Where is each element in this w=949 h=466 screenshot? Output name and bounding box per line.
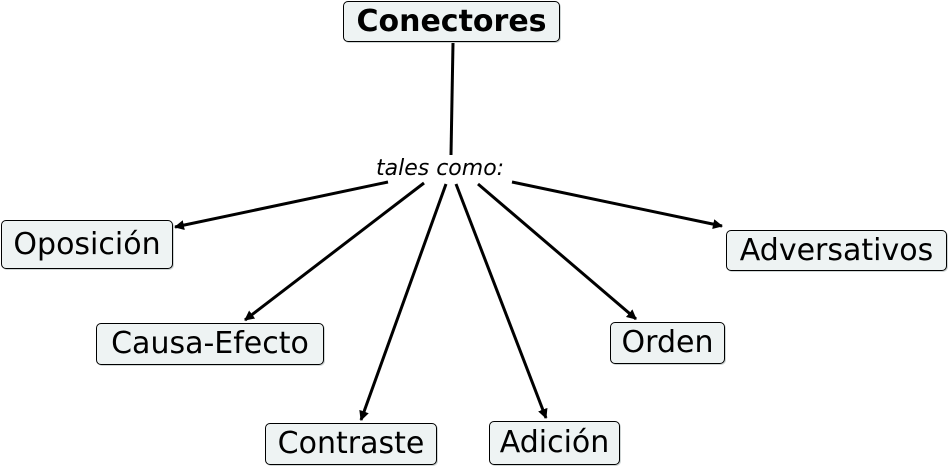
concept-orden-label: Orden (621, 325, 714, 360)
arrow-to-contraste (359, 183, 448, 421)
concept-adicion-label: Adición (499, 425, 610, 460)
concept-contraste[interactable]: Contraste (265, 423, 437, 465)
concept-root-label: Conectores (356, 3, 547, 39)
concept-oposicion-label: Oposición (13, 226, 161, 262)
concept-oposicion[interactable]: Oposición (1, 220, 173, 269)
concept-root[interactable]: Conectores (343, 1, 560, 42)
link-phrase: tales como: (376, 156, 505, 181)
concept-contraste-label: Contraste (277, 426, 425, 461)
arrow-to-causa-efecto (244, 181, 425, 322)
arrow-to-adicion (454, 183, 548, 419)
line-root-to-link (449, 42, 455, 156)
arrow-to-orden (477, 182, 637, 321)
concept-adversativos-label: Adversativos (739, 232, 934, 268)
arrow-to-adversativos (511, 180, 723, 230)
concept-orden[interactable]: Orden (610, 322, 725, 364)
arrow-to-oposicion (174, 180, 389, 231)
concept-adversativos[interactable]: Adversativos (726, 230, 947, 271)
concept-causa-efecto-label: Causa-Efecto (111, 326, 309, 361)
concept-adicion[interactable]: Adición (489, 421, 620, 465)
concept-causa-efecto[interactable]: Causa-Efecto (96, 323, 324, 365)
